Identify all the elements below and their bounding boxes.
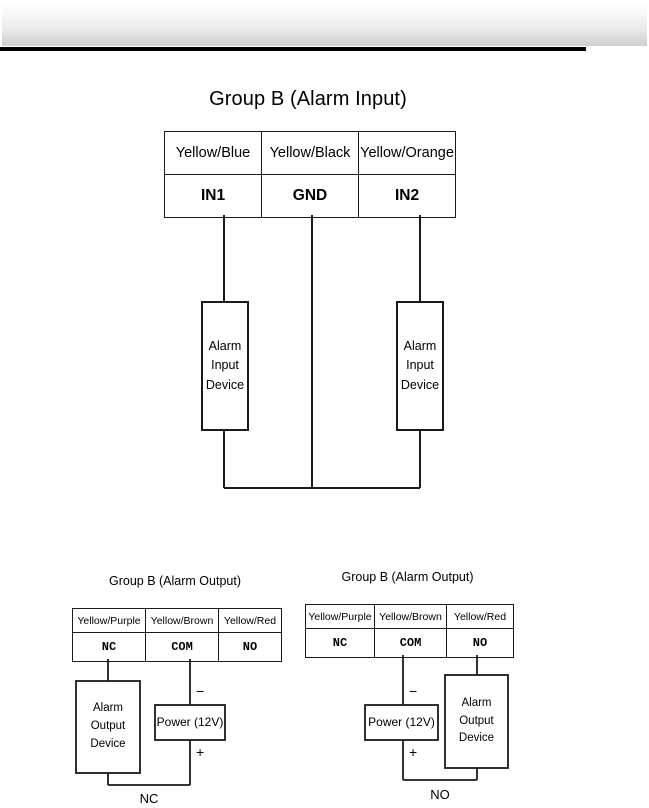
wire-color-cell: Yellow/Red <box>218 608 282 633</box>
terminal-cell: IN1 <box>164 174 262 218</box>
alarm-output-nc-caption: NC <box>139 791 159 806</box>
wire-color-cell: Yellow/Purple <box>72 608 146 633</box>
alarm-output-no-caption: NO <box>430 787 450 802</box>
alarm-output-no-table: Yellow/Purple Yellow/Brown Yellow/Red NC… <box>305 604 514 658</box>
terminal-cell: IN2 <box>358 174 456 218</box>
alarm-input-table: Yellow/Blue Yellow/Black Yellow/Orange I… <box>164 131 456 218</box>
wire-color-cell: Yellow/Black <box>261 131 359 175</box>
table-row: NC COM NO <box>72 632 282 662</box>
alarm-output-no-title: Group B (Alarm Output) <box>341 570 474 584</box>
terminal-cell: NC <box>72 632 146 662</box>
wire-color-cell: Yellow/Orange <box>358 131 456 175</box>
wire-color-cell: Yellow/Blue <box>164 131 262 175</box>
terminal-cell: GND <box>261 174 359 218</box>
alarm-output-nc-wiring <box>0 0 320 808</box>
table-row: IN1 GND IN2 <box>164 174 456 218</box>
alarm-output-nc-title: Group B (Alarm Output) <box>109 574 241 588</box>
alarm-input-title: Group B (Alarm Input) <box>209 88 407 110</box>
power-positive-sign-no: + <box>409 744 418 760</box>
power-supply-box <box>364 704 439 741</box>
wire-color-cell: Yellow/Red <box>446 604 514 629</box>
terminal-cell: COM <box>145 632 219 662</box>
alarm-output-nc-table: Yellow/Purple Yellow/Brown Yellow/Red NC… <box>72 608 282 662</box>
terminal-cell: COM <box>374 628 447 658</box>
power-negative-sign-no: − <box>409 683 418 699</box>
alarm-output-device-box <box>444 674 509 769</box>
header-divider-rule <box>0 47 586 51</box>
terminal-cell: NC <box>305 628 375 658</box>
power-positive-sign-nc: + <box>196 744 205 760</box>
terminal-cell: NO <box>218 632 282 662</box>
power-negative-sign-nc: − <box>196 683 205 699</box>
page-header-band <box>2 2 647 46</box>
alarm-input-wiring <box>201 215 444 489</box>
wire-color-cell: Yellow/Purple <box>305 604 375 629</box>
table-row: Yellow/Blue Yellow/Black Yellow/Orange <box>164 131 456 175</box>
terminal-cell: NO <box>446 628 514 658</box>
table-row: NC COM NO <box>305 628 514 658</box>
